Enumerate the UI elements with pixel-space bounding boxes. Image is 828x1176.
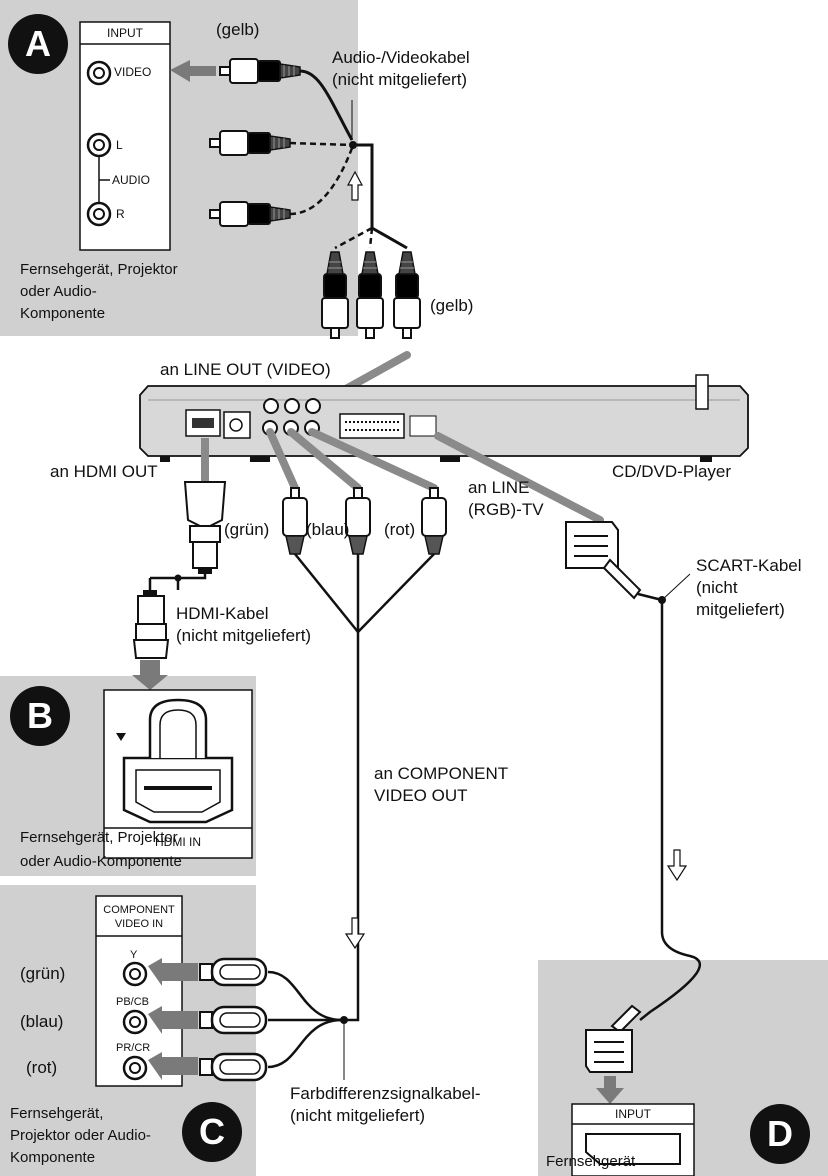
label-yellow-top: (gelb) (216, 20, 260, 39)
video-jack-a (86, 60, 112, 86)
label-line-rgb-line2: (RGB)-TV (468, 500, 544, 519)
panel-b-hdmi-in: HDMI IN (155, 835, 201, 849)
label-scart-line3: mitgeliefert) (696, 600, 785, 619)
label-diff-cable-line2: (nicht mitgeliefert) (290, 1106, 426, 1125)
panel-d-input: INPUT (615, 1107, 651, 1121)
label-hdmi-out: an HDMI OUT (50, 462, 158, 481)
badge-d: D (767, 1113, 793, 1154)
label-scart-line1: SCART-Kabel (696, 556, 802, 575)
panel-c-y: Y (130, 949, 138, 961)
label-hdmi-cable-line2: (nicht mitgeliefert) (176, 626, 312, 645)
panel-a-device-line2: oder Audio- (20, 283, 97, 300)
label-component-out-line2: VIDEO OUT (374, 786, 468, 805)
panel-a-r-label: R (116, 207, 125, 221)
panel-c-header-line2: VIDEO IN (114, 918, 164, 930)
panel-c-red: (rot) (26, 1058, 58, 1077)
panel-c-header-line1: COMPONENT (103, 904, 175, 916)
panel-a-l-label: L (116, 138, 123, 152)
label-av-cable-line1: Audio-/Videokabel (332, 48, 470, 67)
badge-b: B (27, 695, 53, 736)
panel-a-input-header: INPUT (107, 26, 143, 40)
arrow-a (170, 60, 216, 82)
label-hdmi-cable-line1: HDMI-Kabel (176, 604, 269, 623)
label-player: CD/DVD-Player (612, 462, 732, 481)
badge-a: A (25, 23, 51, 64)
badge-c: C (199, 1111, 225, 1152)
label-blue: (blau) (306, 520, 350, 539)
panel-c-device-line2: Projektor oder Audio- (10, 1127, 151, 1144)
audio-r-jack (86, 201, 112, 227)
label-diff-cable-line1: Farbdifferenzsignalkabel- (290, 1084, 481, 1103)
label-scart-line2: (nicht (696, 578, 738, 597)
panel-c-device-line1: Fernsehgerät, (10, 1105, 104, 1122)
panel-d-device: Fernsehgerät (546, 1153, 636, 1170)
panel-b-device-line2: oder Audio-Komponente (20, 853, 182, 870)
panel-a-audio-label: AUDIO (112, 173, 151, 187)
badge-a-circle (8, 14, 68, 74)
badge-c-circle (182, 1102, 242, 1162)
audio-l-jack (86, 132, 112, 158)
panel-c-device-line3: Komponente (10, 1149, 96, 1166)
label-component-out-line1: an COMPONENT (374, 764, 509, 783)
label-yellow-mid: (gelb) (430, 296, 474, 315)
label-line-out-video: an LINE OUT (VIDEO) (160, 360, 331, 379)
panel-c-pr: PR/CR (116, 1042, 151, 1054)
panel-a-video-label: VIDEO (114, 65, 152, 79)
panel-b-device-line1: Fernsehgerät, Projektor (20, 829, 178, 846)
label-av-cable-line2: (nicht mitgeliefert) (332, 70, 468, 89)
panel-a-device-line1: Fernsehgerät, Projektor (20, 261, 178, 278)
label-green: (grün) (224, 520, 270, 539)
badge-b-circle (10, 686, 70, 746)
panel-a-device-line3: Komponente (20, 305, 106, 322)
panel-c-input-box (95, 895, 183, 1087)
panel-c-blue: (blau) (20, 1012, 64, 1031)
badge-d-circle (750, 1104, 810, 1164)
panel-c-green: (grün) (20, 964, 66, 983)
label-line-rgb-line1: an LINE (468, 478, 530, 497)
panel-c-pb: PB/CB (116, 996, 150, 1008)
label-red: (rot) (384, 520, 416, 539)
